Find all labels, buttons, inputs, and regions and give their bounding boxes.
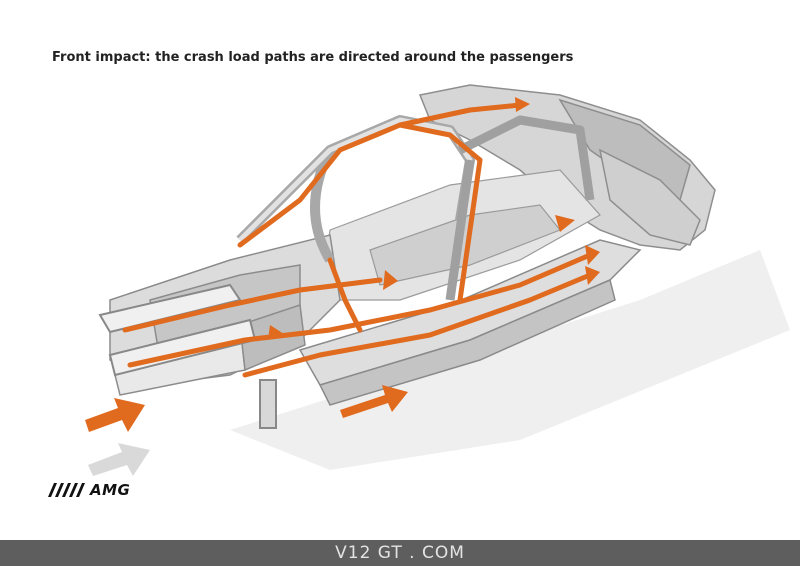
footer-bar: V12 GT . COM: [0, 540, 800, 566]
arrowhead-rail: [585, 245, 600, 265]
load-path-b-pillar: [457, 157, 483, 303]
arrowhead-side: [555, 215, 575, 232]
amg-logo: AMG: [48, 481, 130, 499]
arrowhead-upper: [383, 270, 398, 290]
diagram-caption: Front impact: the crash load paths are d…: [52, 50, 574, 65]
load-path-roof: [397, 102, 523, 128]
impact-arrow-orange: [85, 398, 145, 432]
load-path-lower-rail: [127, 252, 593, 368]
amg-logo-text: AMG: [90, 481, 131, 499]
rear-body-shell: [418, 84, 716, 251]
watermark-text[interactable]: V12 GT . COM: [335, 543, 465, 563]
load-path-tunnel: [327, 257, 363, 333]
impact-arrow-sill: [340, 385, 408, 418]
load-path-sill: [242, 272, 593, 378]
spaceframe-diagram: [85, 84, 790, 476]
load-path-arrowheads: [268, 97, 600, 340]
arrowhead-sill: [585, 266, 600, 285]
impact-arrow-grey-shadow: [88, 443, 150, 476]
amg-stripes-logo-icon: [48, 483, 85, 497]
floor-shadow: [230, 250, 790, 470]
door-frame: [445, 115, 595, 301]
load-path-a-pillar: [237, 122, 483, 248]
arrowhead-roof: [515, 97, 530, 112]
side-sill: [298, 239, 642, 406]
crash-load-paths: [122, 102, 593, 378]
arrowhead-bay: [268, 325, 284, 340]
